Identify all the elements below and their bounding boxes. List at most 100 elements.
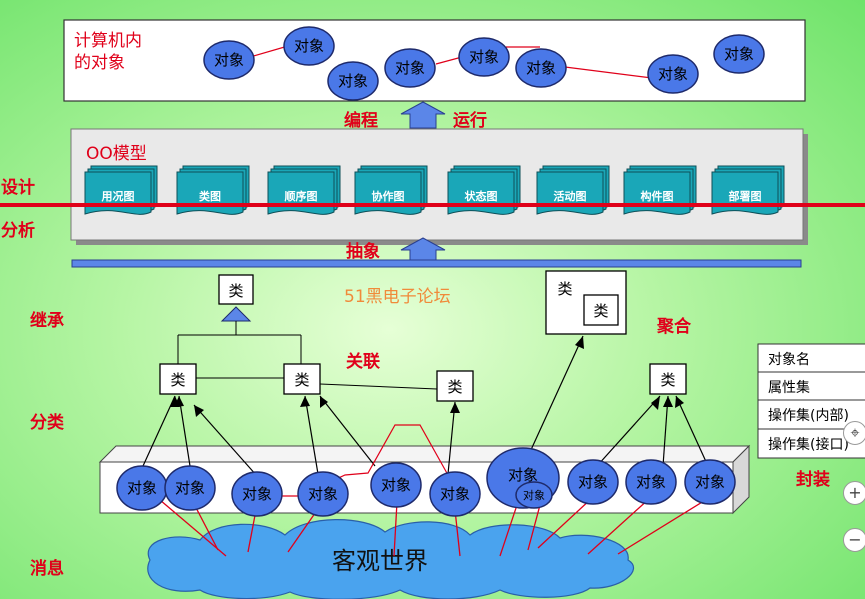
diagram-documents: 用况图 类图 顺序图 协作图 状态图 活动图 构件图 部署图 [84,165,785,215]
top-link [249,45,289,58]
abstraction-label: 抽象 [346,241,380,262]
diagram-doc-label: 协作图 [372,189,405,203]
top-object: 对象 [713,34,765,74]
running-label: 运行 [453,110,487,131]
svg-text:对象: 对象 [469,48,499,66]
svg-text:类: 类 [557,280,572,298]
real-object: 对象 [231,471,283,517]
watermark-text: 51黑电子论坛 [344,287,451,307]
top-object: 对象 [647,54,699,94]
top-object: 对象 [327,61,379,101]
table-cell: 对象名 [768,352,810,368]
real-object: 对象 [370,462,422,508]
svg-text:对象: 对象 [440,485,470,503]
zoom-in-button[interactable]: + [843,481,865,505]
real-object: 对象 [116,465,168,511]
svg-text:对象: 对象 [214,51,244,69]
svg-text:对象: 对象 [308,485,338,503]
svg-text:对象: 对象 [578,473,608,491]
encapsulation-label: 封装 [796,469,830,490]
message-lines [159,495,713,557]
svg-text:对象: 对象 [695,473,725,491]
diagram-doc: 用况图 [84,165,158,215]
real-world-label: 客观世界 [332,547,428,575]
real-object: 对象 [429,471,481,517]
association-label: 关联 [346,351,380,372]
svg-text:对象: 对象 [127,479,157,497]
subclass-right: 类 [283,363,321,395]
table-cell: 属性集 [768,379,810,396]
diagram-doc-label: 构件图 [641,189,674,203]
svg-text:类: 类 [660,371,675,389]
svg-text:对象: 对象 [526,59,556,77]
computer-objects-label-2: 的对象 [74,53,125,73]
svg-text:类: 类 [447,378,462,396]
top-object: 对象 [515,48,567,88]
svg-text:对象: 对象 [658,65,688,83]
right-class: 类 [649,363,687,395]
svg-text:对象: 对象 [636,473,666,491]
abstraction-arrow [400,237,446,261]
aggregation-label: 聚合 [656,316,692,337]
zoom-out-button[interactable]: − [843,528,865,552]
programming-arrow [400,101,446,129]
real-object: 对象 [625,459,677,505]
svg-text:类: 类 [228,282,243,300]
svg-text:对象: 对象 [175,479,205,497]
top-object: 对象 [458,37,510,77]
diagram-doc-label: 顺序图 [285,189,318,203]
programming-label: 编程 [344,110,378,131]
diagram-doc-label: 部署图 [729,189,762,203]
design-label: 设计 [1,177,35,198]
svg-text:对象: 对象 [724,45,754,63]
top-link [435,56,463,65]
diagram-doc: 类图 [176,165,250,215]
diagram-doc: 部署图 [711,165,785,215]
svg-text:对象: 对象 [395,59,425,77]
diagram-doc: 活动图 [536,165,610,215]
top-object: 对象 [384,48,436,88]
classification-label: 分类 [30,412,65,433]
diagram-doc-label: 活动图 [554,189,587,203]
oo-model-title: OO模型 [86,144,147,164]
svg-text:类: 类 [294,371,309,389]
table-cell: 操作集(内部) [768,407,849,424]
top-object: 对象 [203,40,255,80]
table-cell: 操作集(接口) [768,436,849,453]
superclass: 类 [218,274,254,305]
real-world-cloud [147,519,635,599]
svg-text:类: 类 [593,302,608,320]
svg-text:对象: 对象 [508,466,538,484]
message-label: 消息 [30,558,64,579]
diagram-doc: 协作图 [354,165,428,215]
instance-arrows [142,335,709,477]
nested-object: 对象 [515,481,553,509]
diagram-doc-label: 状态图 [465,189,498,203]
svg-text:对象: 对象 [523,488,545,502]
move-control-icon[interactable]: ⌖ [843,421,865,445]
diagram-doc: 构件图 [623,165,697,215]
diagram-doc: 状态图 [447,165,521,215]
inheritance-triangle [220,306,252,322]
diagram-doc: 顺序图 [267,165,341,215]
inheritance-label: 继承 [30,310,64,331]
svg-text:对象: 对象 [294,37,324,55]
top-link [564,66,653,79]
analysis-label: 分析 [1,220,35,241]
associated-class: 类 [436,370,474,402]
abstraction-bar [71,259,802,268]
computer-objects-label-1: 计算机内 [74,31,142,51]
real-objects: 对象对象对象对象对象对象对象对象对象对象对象 [116,447,736,517]
svg-text:对象: 对象 [242,485,272,503]
svg-text:对象: 对象 [381,476,411,494]
svg-text:类: 类 [170,371,185,389]
arrow-heads [170,336,684,417]
svg-text:对象: 对象 [338,72,368,90]
computer-objects-box [63,19,806,102]
top-object: 对象 [283,26,335,66]
real-object: 对象 [297,471,349,517]
real-object: 对象 [567,459,619,505]
diagram-doc-label: 类图 [199,189,221,203]
